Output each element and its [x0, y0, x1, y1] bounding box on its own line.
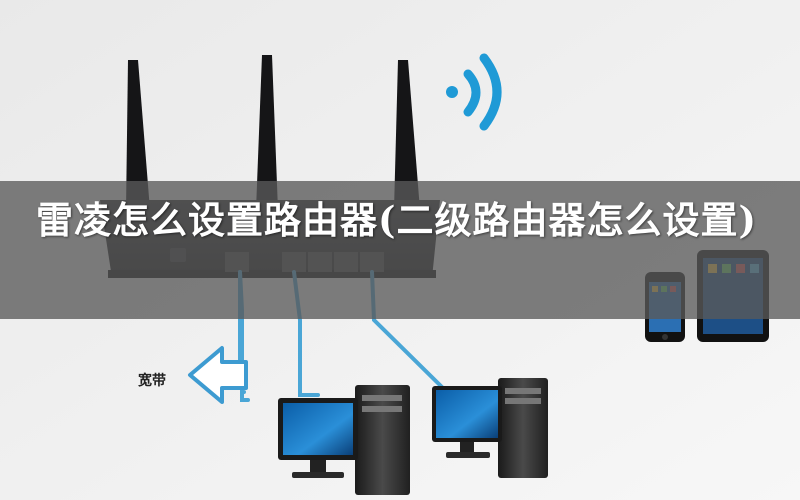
arrow-left-icon: [188, 346, 248, 404]
wifi-signal-icon: [446, 53, 502, 131]
title-banner: [0, 181, 800, 319]
desktop-computer-icon: [432, 378, 548, 478]
broadband-label: 宽带: [138, 373, 166, 389]
desktop-computer-icon: [278, 385, 410, 495]
page-title: 雷凌怎么设置路由器(二级路由器怎么设置): [36, 198, 758, 242]
